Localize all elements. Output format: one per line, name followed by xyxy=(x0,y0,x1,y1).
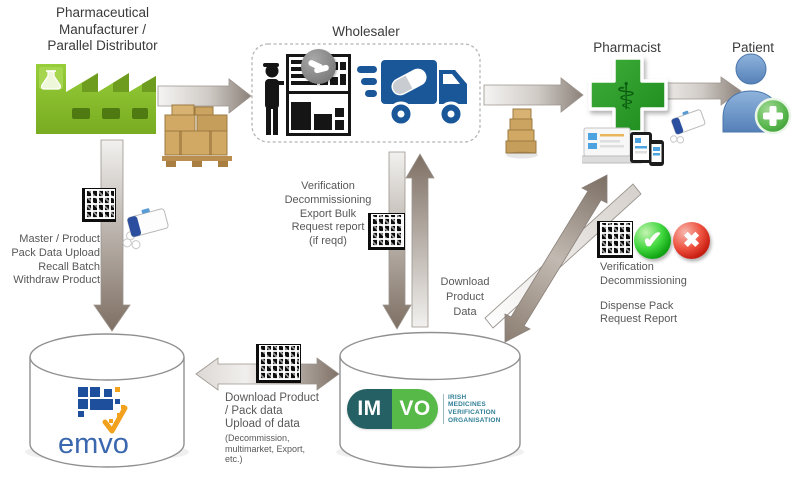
label-pharmacist-flow: Verification Decommissioning Dispense Pa… xyxy=(600,261,735,327)
imvo-org-line: ORGANISATION xyxy=(448,416,501,424)
arrow-imvo-pharmacist-bidirectional xyxy=(504,174,608,343)
arrow-imvo-to-wholesaler xyxy=(405,153,435,328)
imvo-logo-divider xyxy=(443,394,444,424)
wholesaler-title: Wholesaler xyxy=(332,24,400,39)
pharmacy-cross-icon: ⚕ xyxy=(584,56,668,134)
medicine-pack-icon xyxy=(110,196,178,261)
label-emvo-imvo-exchange: Download Product / Pack data Upload of d… xyxy=(225,392,343,465)
label-line: (if reqd) xyxy=(309,235,347,248)
label-line: Download Product xyxy=(225,392,319,404)
label-line: Withdraw Product xyxy=(13,274,100,287)
delivery-truck-icon xyxy=(357,56,472,128)
imvo-logo-left: IM xyxy=(347,389,392,429)
label-line: Dispense Pack xyxy=(600,299,674,312)
pallet-boxes-icon xyxy=(162,104,232,168)
datamatrix-code-icon xyxy=(82,188,116,222)
datamatrix-code-icon xyxy=(368,213,405,250)
label-line: Master / Product xyxy=(19,233,100,245)
label-line: etc.) xyxy=(225,454,243,465)
pharmacist-title: Pharmacist xyxy=(593,40,661,55)
label-wholesaler-flow: Verification Decommissioning Export Bulk… xyxy=(273,180,383,249)
emvo-database-cylinder xyxy=(29,333,185,468)
imvo-logo: IM VO IRISH MEDICINES VERIFICATION ORGAN… xyxy=(347,389,500,429)
label-download-product-data: Download Product Data xyxy=(437,275,493,320)
label-line: Data xyxy=(453,306,477,318)
medicine-pack-icon xyxy=(658,99,715,152)
label-line: Request report xyxy=(291,221,365,234)
label-manufacturer-upload: Master / Product Pack Data Upload Recall… xyxy=(0,233,100,288)
label-line: multimarket, Export, xyxy=(225,443,306,454)
arrow-wholesaler-to-pharmacist xyxy=(483,77,584,113)
datamatrix-code-icon xyxy=(597,221,633,258)
label-line: Recall Batch xyxy=(38,260,100,273)
patient-title: Patient xyxy=(731,40,775,55)
rejected-x-icon: ✖ xyxy=(673,222,710,259)
verified-check-icon: ✔ xyxy=(634,222,671,259)
label-line: Product xyxy=(446,291,484,303)
manufacturer-title: Pharmaceutical Manufacturer / Parallel D… xyxy=(15,5,190,55)
factory-icon xyxy=(36,56,156,134)
emvo-logo-text: emvo xyxy=(58,428,129,459)
label-line: / Pack data xyxy=(225,405,283,417)
label-line: Request Report xyxy=(600,313,678,326)
pills-circle-icon xyxy=(301,49,336,84)
imvo-capsule: IM VO xyxy=(347,389,438,429)
parcel-stack-icon xyxy=(503,108,545,160)
label-line: Pack Data Upload xyxy=(11,246,100,259)
label-line: Export Bulk xyxy=(299,207,357,220)
datamatrix-code-icon xyxy=(256,344,301,383)
imvo-org-line: IRISH xyxy=(448,393,467,401)
label-line: Decommissioning xyxy=(284,193,372,206)
label-line: Download xyxy=(440,276,490,288)
label-line: Verification xyxy=(301,180,355,192)
label-line: Decommissioning xyxy=(600,274,687,287)
patient-icon xyxy=(717,52,792,138)
title-line: Pharmaceutical xyxy=(55,5,150,20)
title-line: Parallel Distributor xyxy=(47,38,158,53)
arrow-manufacturer-to-emvo xyxy=(93,139,131,332)
imvo-org-line: VERIFICATION xyxy=(448,409,496,416)
label-line: Verification xyxy=(600,261,654,273)
emvo-logo: emvo xyxy=(45,385,170,460)
imvo-logo-right: VO xyxy=(392,389,438,429)
label-line: Upload of data xyxy=(225,418,300,430)
wholesaler-dashed-box xyxy=(251,43,481,143)
pharmacy-symbol: ⚕ xyxy=(615,76,637,117)
pharmacy-devices-icon xyxy=(572,126,670,168)
imvo-org-line: MEDICINES xyxy=(448,401,486,409)
title-line: Manufacturer / xyxy=(58,21,147,37)
label-line: (Decommission, xyxy=(225,433,290,443)
imvo-org-name: IRISH MEDICINES VERIFICATION ORGANISATIO… xyxy=(448,394,500,424)
